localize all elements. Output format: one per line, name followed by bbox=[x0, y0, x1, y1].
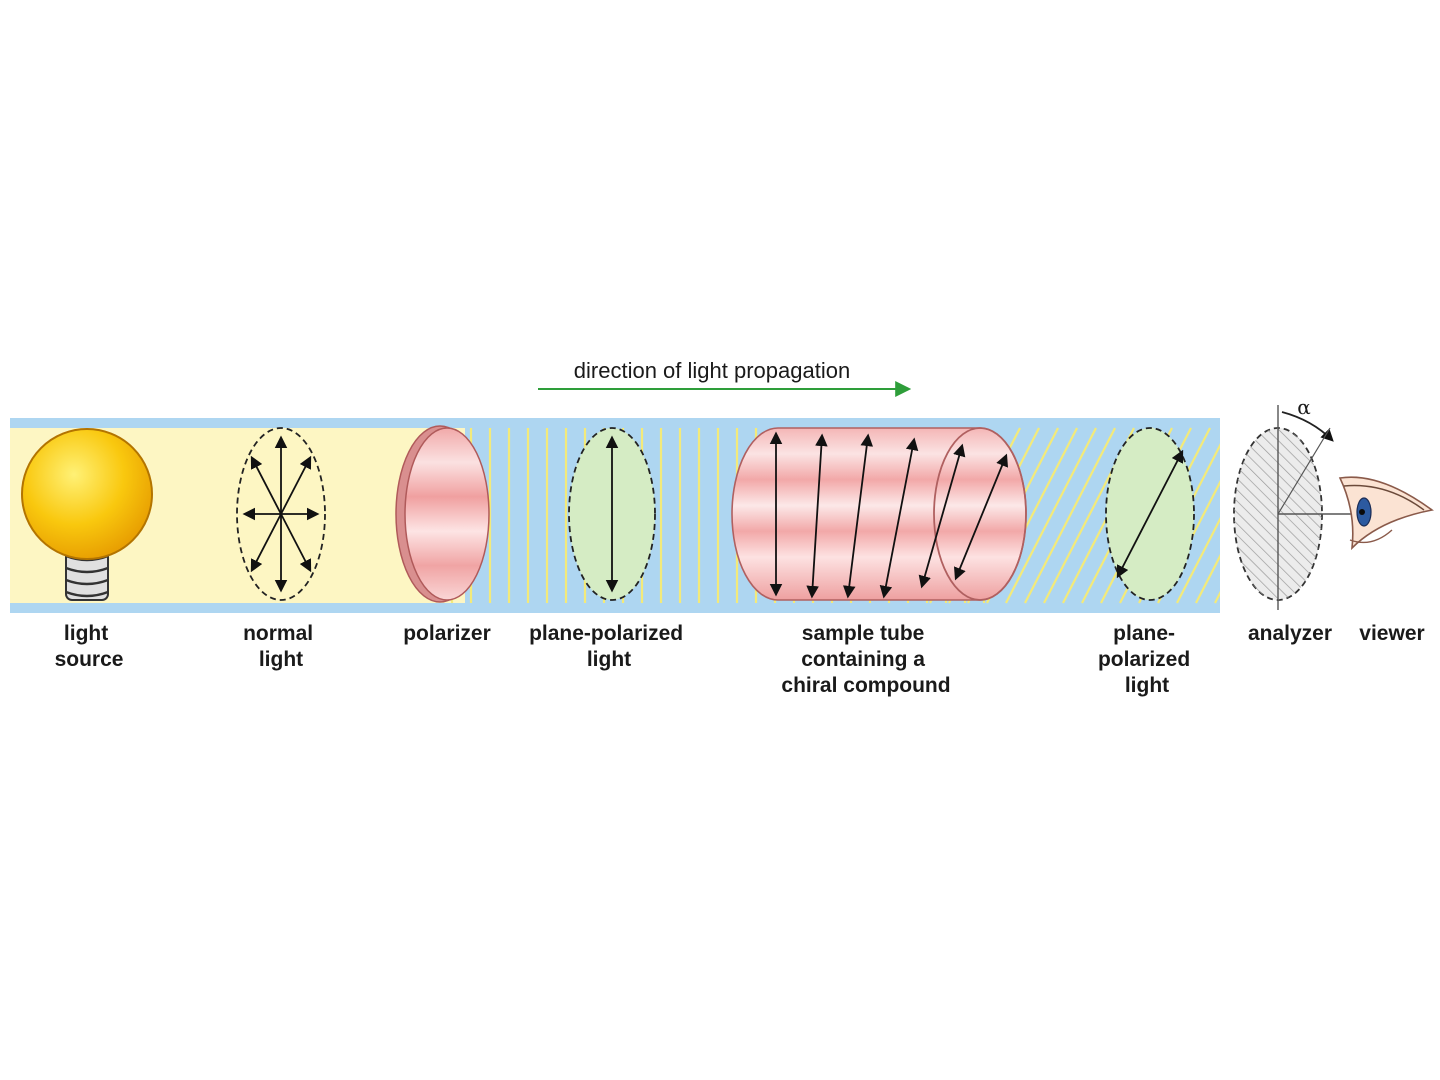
direction-label: direction of light propagation bbox=[574, 358, 850, 383]
light-bulb-icon bbox=[21, 428, 153, 601]
plane-polarized-ellipse-2 bbox=[1105, 427, 1195, 601]
label-plane-polarized-2: plane- polarized light bbox=[1098, 622, 1196, 697]
label-normal-light: normal light bbox=[243, 622, 319, 671]
eye-icon bbox=[1338, 476, 1434, 551]
sample-tube bbox=[731, 427, 1027, 601]
diagonal-polarization-line bbox=[1195, 553, 1220, 604]
diagonal-polarization-line bbox=[1176, 516, 1220, 604]
tube-rotation-arrow bbox=[842, 433, 874, 599]
plane-polarized-ellipse-1 bbox=[568, 427, 656, 601]
label-analyzer: analyzer bbox=[1248, 622, 1332, 645]
normal-light-ellipse bbox=[236, 427, 326, 601]
component-labels: light source normal light polarizer plan… bbox=[55, 622, 1425, 697]
label-sample-tube: sample tube containing a chiral compound bbox=[781, 622, 950, 697]
diagonal-polarization-line bbox=[1005, 427, 1097, 604]
diagonal-polarization-line bbox=[1024, 427, 1116, 604]
label-polarizer: polarizer bbox=[403, 622, 491, 645]
tube-rotation-arrow bbox=[953, 453, 1009, 581]
label-viewer: viewer bbox=[1359, 622, 1424, 645]
label-plane-polarized-1: plane-polarized light bbox=[529, 622, 689, 671]
tube-rotation-arrow bbox=[806, 433, 828, 599]
tube-rotation-arrow bbox=[879, 437, 919, 599]
tube-rotation-arrows bbox=[769, 431, 1009, 599]
angle-alpha-label: α bbox=[1297, 395, 1311, 419]
analyzer-disk: α bbox=[1233, 395, 1352, 610]
polarizer-disk bbox=[395, 425, 490, 603]
label-light-source: light source bbox=[55, 622, 124, 671]
